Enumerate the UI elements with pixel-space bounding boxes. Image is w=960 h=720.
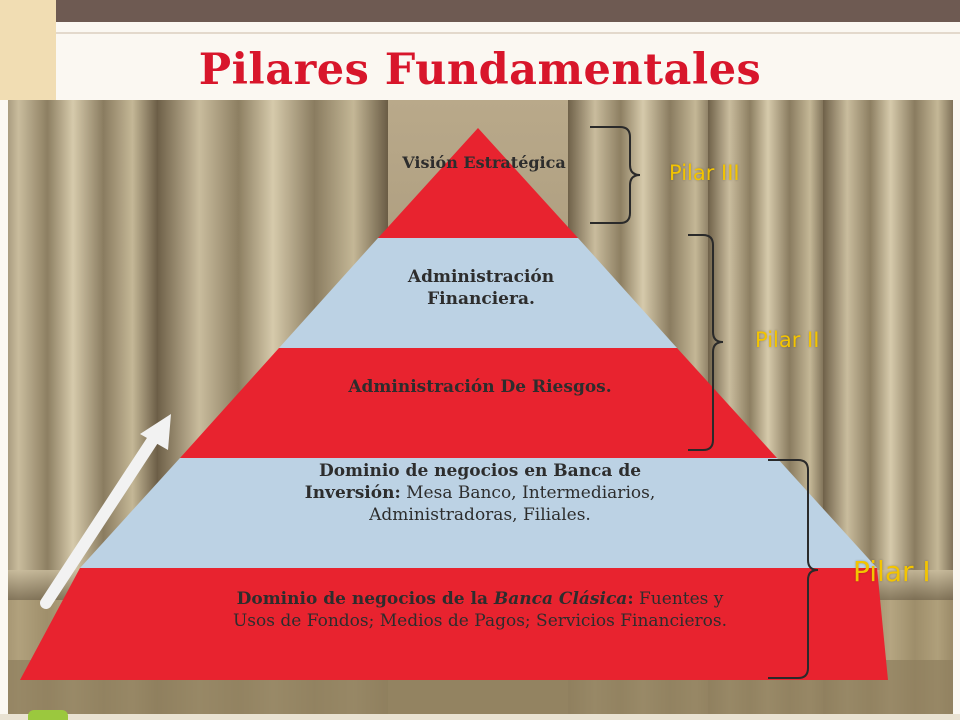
pillar-label-iii: Pilar III (669, 161, 740, 185)
bottom-strip (0, 714, 960, 720)
tier-administracion-financiera: Administración Financiera. (407, 267, 555, 309)
tier-administracion-riesgos: Administración De Riesgos. (348, 377, 612, 397)
tier-vision-estrategica: Visión Estratégica (402, 153, 566, 172)
pillar-label-i: Pilar I (853, 555, 931, 588)
bottom-accent-mark (28, 710, 68, 720)
pyramid (20, 128, 888, 680)
tier-banca-clasica: Dominio de negocios de la Banca Clásica:… (232, 589, 728, 631)
pillar-label-ii: Pilar II (755, 328, 820, 352)
pillar-braces (590, 126, 819, 679)
upward-arrow-icon (40, 414, 171, 609)
slide-title: Pilares Fundamentales (198, 45, 762, 95)
tier-banca-inversion: Dominio de negocios en Banca de Inversió… (304, 461, 656, 525)
top-header-bar (56, 0, 960, 22)
left-accent-band (0, 0, 56, 100)
columns-background-photo (8, 100, 953, 714)
title-rule (56, 32, 960, 34)
